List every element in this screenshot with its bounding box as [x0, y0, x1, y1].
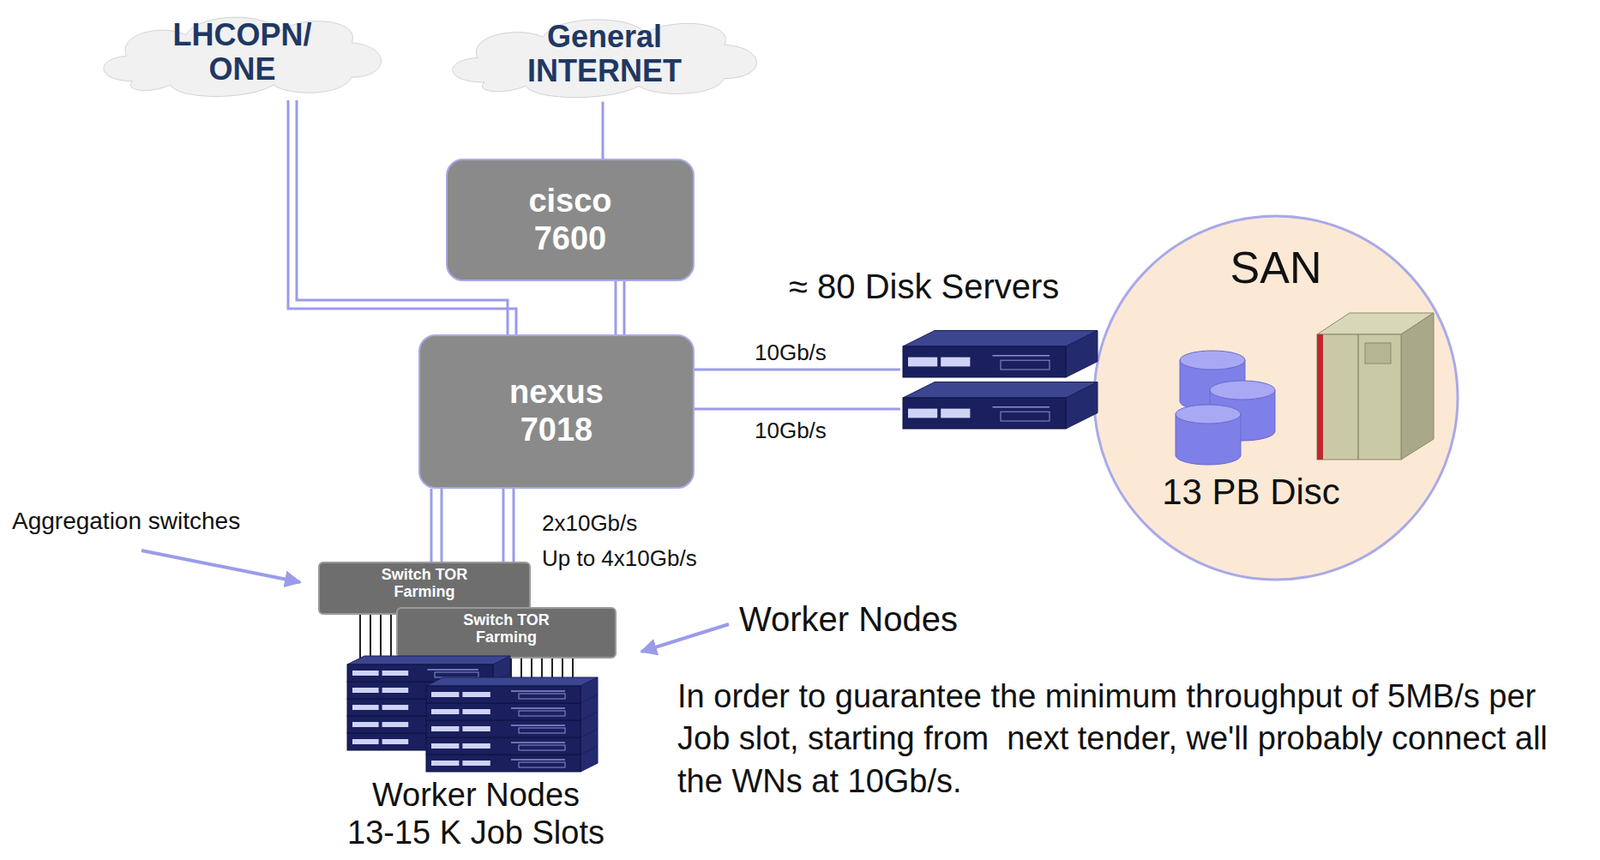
link-line [694, 408, 901, 411]
network-cloud: General INTERNET [433, 6, 776, 103]
node-text: LHCOPN/ ONE [173, 18, 313, 88]
node-text: General INTERNET [527, 19, 682, 90]
switch-box: nexus 7018 [418, 334, 695, 489]
link-speed: 10Gb/s [754, 417, 827, 445]
disk-server-icons [900, 325, 1102, 434]
node-text: nexus 7018 [509, 373, 604, 449]
note-text: In order to guarantee the minimum throug… [677, 675, 1595, 803]
worker-nodes: Worker Nodes13-15 K Job Slots [347, 677, 605, 854]
callout-label: Worker Nodes [739, 600, 958, 639]
node-text: Switch TOR Farming [451, 611, 563, 646]
link-line [601, 102, 605, 159]
callout-label: Up to 4x10Gb/s [541, 545, 698, 572]
node-text: SAN [1092, 241, 1460, 294]
node-text: 13-15 K Job Slots [295, 813, 656, 852]
link-speed: 10Gb/s [754, 339, 827, 367]
node-text: cisco 7600 [528, 182, 612, 258]
link-line [431, 488, 442, 562]
link-line [694, 368, 901, 372]
link-line [615, 281, 625, 335]
network-cloud: LHCOPN/ ONE [85, 4, 399, 101]
leader-line [141, 550, 301, 583]
node-text: 13 PB Disc [1092, 471, 1410, 513]
callout-label: Aggregation switches [12, 507, 241, 536]
node-text: Switch TOR Farming [368, 565, 481, 601]
san-circle: SAN 13 PB Disc [1092, 214, 1460, 582]
node-text: Worker Nodes [295, 775, 656, 814]
leader-line [641, 624, 729, 652]
link-speed: 2x10Gb/s [541, 510, 638, 537]
server-stacks [347, 651, 605, 776]
node-text: ≈ 80 Disk Servers [788, 267, 1059, 307]
tor-switch: Switch TOR Farming [396, 607, 617, 659]
disk-servers: ≈ 80 Disk Servers [900, 325, 1102, 434]
router-box: cisco 7600 [445, 158, 695, 282]
